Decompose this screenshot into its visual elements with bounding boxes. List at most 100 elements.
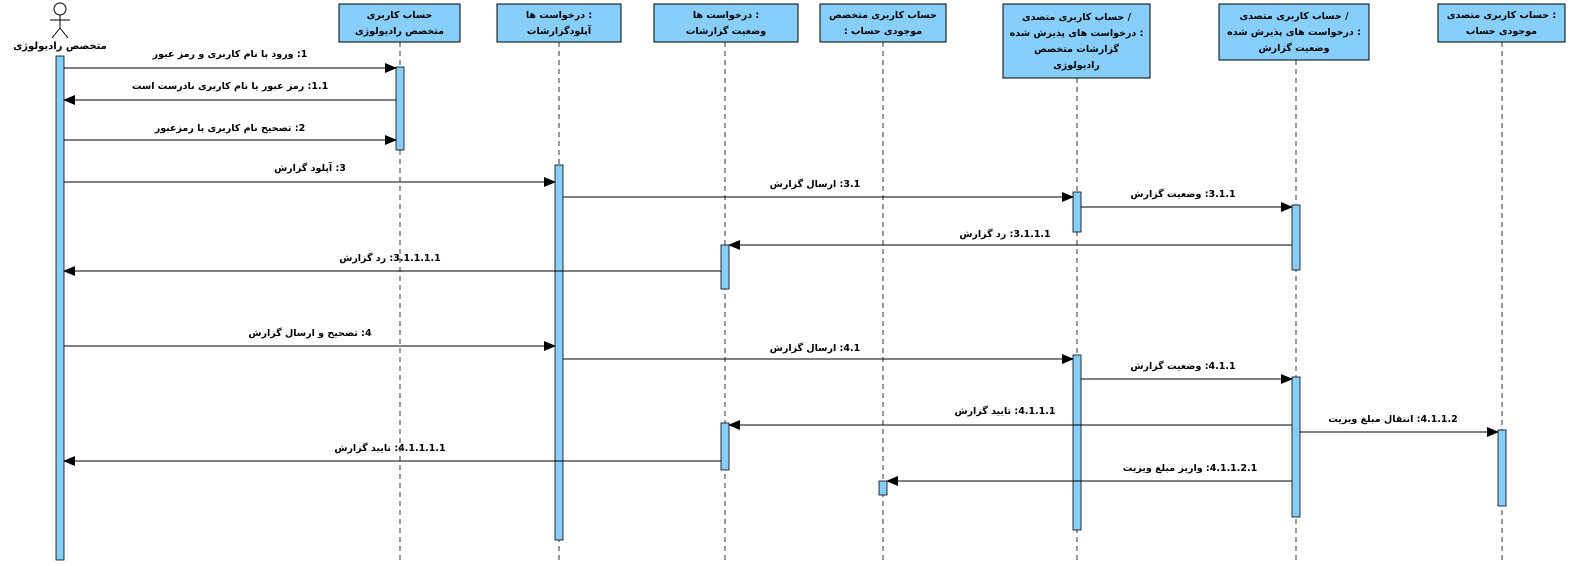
participant-label-line: حساب کاربری متصدی /: [1022, 12, 1132, 23]
message-number: 3.1.1:: [1205, 189, 1236, 200]
message-number: 4.1:: [840, 343, 861, 354]
participant-p2: درخواست ها : آپلودگزارشات: [496, 3, 622, 43]
message-label: 4.1.1: وضعیت گزارش: [1130, 360, 1235, 372]
activation-bar: [1291, 376, 1301, 518]
message-2: 1.1: رمز عبور یا نام کاربری نادرست است: [63, 81, 396, 105]
message-14: 4.1.1.1.1: تایید گزارش: [63, 442, 721, 466]
message-label: 4.1.1.1.1: تایید گزارش: [334, 442, 445, 454]
activation-bar: [878, 480, 888, 496]
message-number: 1:: [297, 49, 307, 60]
activation-bar: [1072, 191, 1082, 233]
message-text: تصحیح و ارسال گزارش: [248, 327, 361, 339]
message-label: 1: ورود با نام کاربری و رمز عبور: [152, 49, 308, 60]
participant-label-line: حساب کاربری: [367, 10, 433, 21]
participant-label-line: موجودی حساب: [1466, 26, 1537, 37]
message-9: 4: تصحیح و ارسال گزارش: [64, 327, 556, 351]
message-number: 4.1.1.2:: [1417, 414, 1458, 425]
message-text: انتقال مبلغ ویزیت: [1328, 414, 1416, 425]
message-label: 4.1.1.1: تایید گزارش: [954, 405, 1055, 417]
participant-box: [1002, 3, 1151, 79]
activation-bar: [720, 244, 730, 290]
message-label: 1.1: رمز عبور یا نام کاربری نادرست است: [132, 81, 328, 92]
message-10: 4.1: ارسال گزارش: [563, 342, 1074, 364]
activation-bar: [1072, 354, 1082, 531]
message-11: 4.1.1: وضعیت گزارش: [1081, 360, 1293, 384]
message-text: وضعیت گزارش: [1130, 188, 1204, 200]
activation-bar: [1291, 204, 1301, 271]
message-text: رد گزارش: [339, 252, 389, 264]
message-7: 3.1.1.1: رد گزارش: [728, 228, 1292, 250]
message-5: 3.1: ارسال گزارش: [563, 178, 1074, 202]
participant-label-line: درخواست های پذیرش شده :: [1010, 28, 1144, 39]
message-number: 4.1.1.2.1:: [1206, 463, 1257, 474]
message-text: ارسال گزارش: [770, 342, 840, 354]
message-text: تایید گزارش: [334, 442, 394, 454]
participant-box: [338, 3, 461, 43]
message-number: 1.1:: [308, 81, 329, 92]
participant-label-line: وضعیت گزارشات: [686, 25, 766, 37]
message-label: 3.1.1: وضعیت گزارش: [1130, 188, 1235, 200]
participant-label-line: رادیولوژی: [1053, 60, 1100, 71]
message-number: 3.1.1.1.1:: [389, 253, 440, 264]
message-text: رد گزارش: [959, 228, 1009, 240]
participant-label-line: : موجودی حساب: [844, 26, 922, 37]
message-12: 4.1.1.1: تایید گزارش: [728, 405, 1292, 430]
message-number: 3.1.1.1:: [1010, 229, 1051, 240]
message-label: 4.1: ارسال گزارش: [770, 342, 860, 354]
actor-figure-icon: [50, 2, 70, 39]
message-6: 3.1.1: وضعیت گزارش: [1081, 188, 1293, 212]
participant-box: [1218, 3, 1370, 61]
participant-p5: حساب کاربری متصدی / درخواست های پذیرش شده…: [1002, 3, 1151, 79]
message-label: 3.1.1.1: رد گزارش: [959, 228, 1050, 240]
message-label: 4.1.1.2: انتقال مبلغ ویزیت: [1328, 414, 1458, 425]
message-text: ارسال گزارش: [770, 178, 840, 190]
participant-p3: درخواست ها : وضعیت گزارشات: [653, 3, 799, 43]
participant-p1: حساب کاربری متخصص رادیولوژی: [338, 3, 461, 43]
actor-name: متخصص رادیولوژی: [13, 41, 107, 52]
message-13: 4.1.1.2: انتقال مبلغ ویزیت: [1300, 414, 1499, 437]
message-8: 3.1.1.1.1: رد گزارش: [63, 252, 721, 276]
activation-bar: [720, 422, 730, 471]
message-text: تصحیح نام کاربری یا رمزعبور: [154, 123, 295, 134]
participant-label-line: آپلودگزارشات: [527, 24, 592, 37]
participant-label-line: وضعیت گزارش: [1259, 42, 1330, 54]
message-15: 4.1.1.2.1: واریز مبلغ ویزیت: [886, 463, 1292, 486]
message-label: 3.1.1.1.1: رد گزارش: [339, 252, 441, 264]
message-number: 2:: [295, 123, 305, 134]
message-label: 3: آپلود گزارش: [274, 161, 346, 174]
message-1: 1: ورود با نام کاربری و رمز عبور: [64, 49, 397, 73]
message-number: 3.1:: [840, 179, 861, 190]
participant-label-line: درخواست ها :: [693, 10, 759, 21]
participant-label-line: متخصص رادیولوژی: [355, 26, 444, 37]
participant-box: [819, 3, 947, 43]
activation-bar: [554, 164, 564, 541]
message-number: 4:: [361, 328, 372, 339]
message-3: 2: تصحیح نام کاربری یا رمزعبور: [64, 123, 397, 145]
participant-label-line: گزارشات متخصص: [1034, 43, 1119, 55]
activation-bar: [1497, 429, 1507, 507]
participant-box: [653, 3, 799, 43]
activation-bar: [55, 55, 65, 561]
activation-bar: [395, 66, 405, 151]
message-4: 3: آپلود گزارش: [64, 161, 556, 187]
message-number: 4.1.1:: [1205, 361, 1236, 372]
participant-label-line: درخواست ها :: [526, 10, 592, 21]
participant-label-line: درخواست های پذیرش شده :: [1227, 27, 1361, 38]
message-number: 4.1.1.1.1:: [394, 443, 445, 454]
message-number: 4.1.1.1:: [1014, 406, 1055, 417]
participant-label-line: حساب کاربری متصدی /: [1239, 11, 1349, 22]
message-label: 3.1: ارسال گزارش: [770, 178, 860, 190]
message-text: آپلود گزارش: [274, 161, 335, 174]
message-label: 2: تصحیح نام کاربری یا رمزعبور: [154, 123, 306, 134]
message-text: ورود با نام کاربری و رمز عبور: [152, 49, 297, 60]
message-text: رمز عبور یا نام کاربری نادرست است: [132, 81, 308, 92]
message-text: واریز مبلغ ویزیت: [1123, 463, 1206, 474]
message-text: وضعیت گزارش: [1130, 360, 1204, 372]
participant-box: [496, 3, 622, 43]
participant-p7: حساب کاربری متصدی : موجودی حساب: [1437, 3, 1566, 43]
participant-label-line: حساب کاربری متصدی :: [1447, 10, 1556, 21]
message-number: 3:: [335, 163, 345, 174]
participant-p6: حساب کاربری متصدی / درخواست های پذیرش شده…: [1218, 3, 1370, 61]
participant-label-line: حساب کاربری متخصص: [829, 10, 937, 21]
